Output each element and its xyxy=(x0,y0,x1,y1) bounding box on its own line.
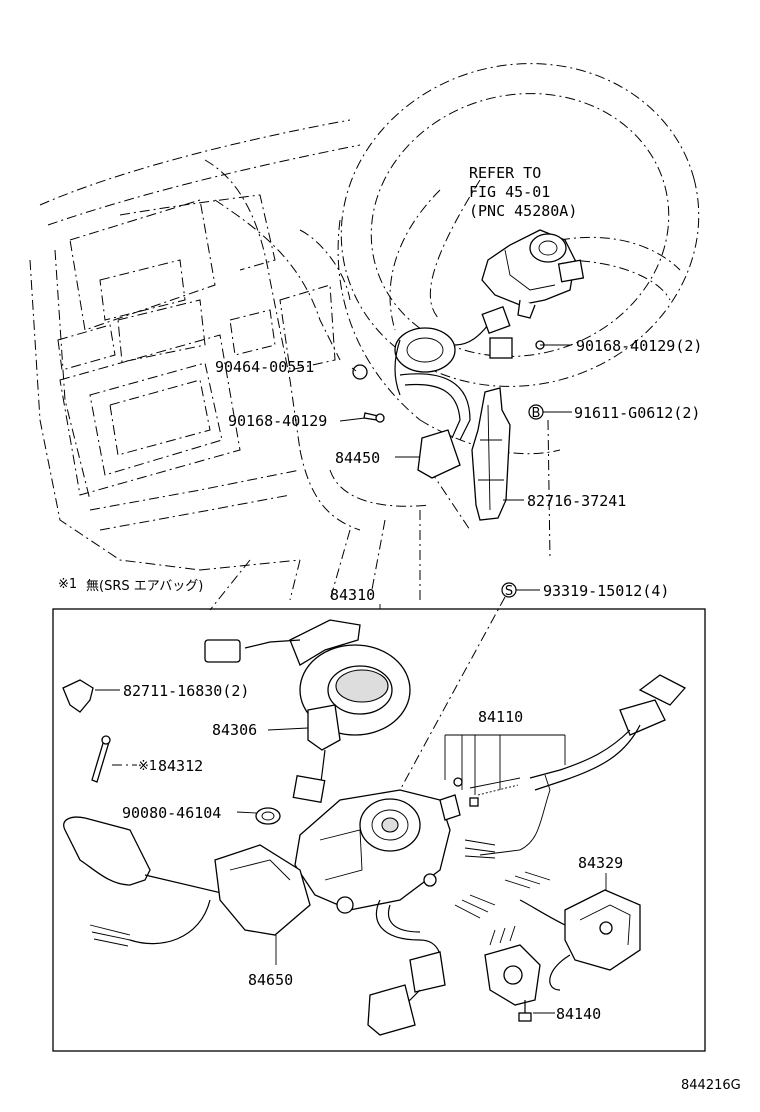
part-label-90464-00551: 90464-00551 xyxy=(215,358,314,376)
switch-84140 xyxy=(484,925,555,1022)
part-label-93319-15012: 93319-15012(4) xyxy=(543,582,669,600)
part-label-90080-46104: 90080-46104 xyxy=(122,804,221,822)
fasteners-upper: B xyxy=(352,340,545,423)
combination-switch-body xyxy=(294,789,451,1036)
wire-harness-84450 xyxy=(394,306,513,479)
switch-84329 xyxy=(454,871,641,991)
symbol-s-circle: S xyxy=(505,584,513,599)
refer-note-line2: FIG 45-01 xyxy=(469,183,550,201)
footnote-text: 無(SRS エアバッグ) xyxy=(86,579,203,594)
bracket-82716 xyxy=(471,387,511,521)
symbol-b-circle: B xyxy=(532,406,541,421)
dashboard-outline xyxy=(29,119,471,611)
part-label-84310: 84310 xyxy=(330,586,375,604)
combination-switch-upper xyxy=(481,229,585,319)
footnote-mark: ※1 xyxy=(58,577,77,592)
part-label-84306: 84306 xyxy=(212,721,257,739)
part-label-82711-16830: 82711-16830(2) xyxy=(123,682,249,700)
pin-84312 xyxy=(91,735,137,783)
steering-wheel-outline xyxy=(329,63,700,561)
part-label-91611-g0612: 91611-G0612(2) xyxy=(574,404,700,422)
switch-84110 xyxy=(439,674,687,859)
part-label-84110: 84110 xyxy=(478,708,523,726)
clip-82711 xyxy=(62,679,120,713)
leader-lines-upper xyxy=(339,344,572,501)
part-label-84329: 84329 xyxy=(578,854,623,872)
part-label-90168-40129: 90168-40129 xyxy=(228,412,327,430)
part-label-90168-40129-2: 90168-40129(2) xyxy=(576,337,702,355)
spiral-cable-84306 xyxy=(204,619,411,804)
switch-84650 xyxy=(63,816,311,965)
part-label-84312-mark: ※1 xyxy=(138,759,157,774)
part-label-82716-37241: 82716-37241 xyxy=(527,492,626,510)
clamp-90080 xyxy=(236,807,281,825)
refer-note-line1: REFER TO xyxy=(469,164,541,182)
part-label-84140: 84140 xyxy=(556,1005,601,1023)
refer-note-line3: (PNC 45280A) xyxy=(469,202,577,220)
exploded-view-frame xyxy=(52,608,706,1052)
part-label-84312: 84312 xyxy=(158,757,203,775)
part-label-84650: 84650 xyxy=(248,971,293,989)
part-label-84450: 84450 xyxy=(335,449,380,467)
figure-code: 844216G xyxy=(681,1078,741,1093)
